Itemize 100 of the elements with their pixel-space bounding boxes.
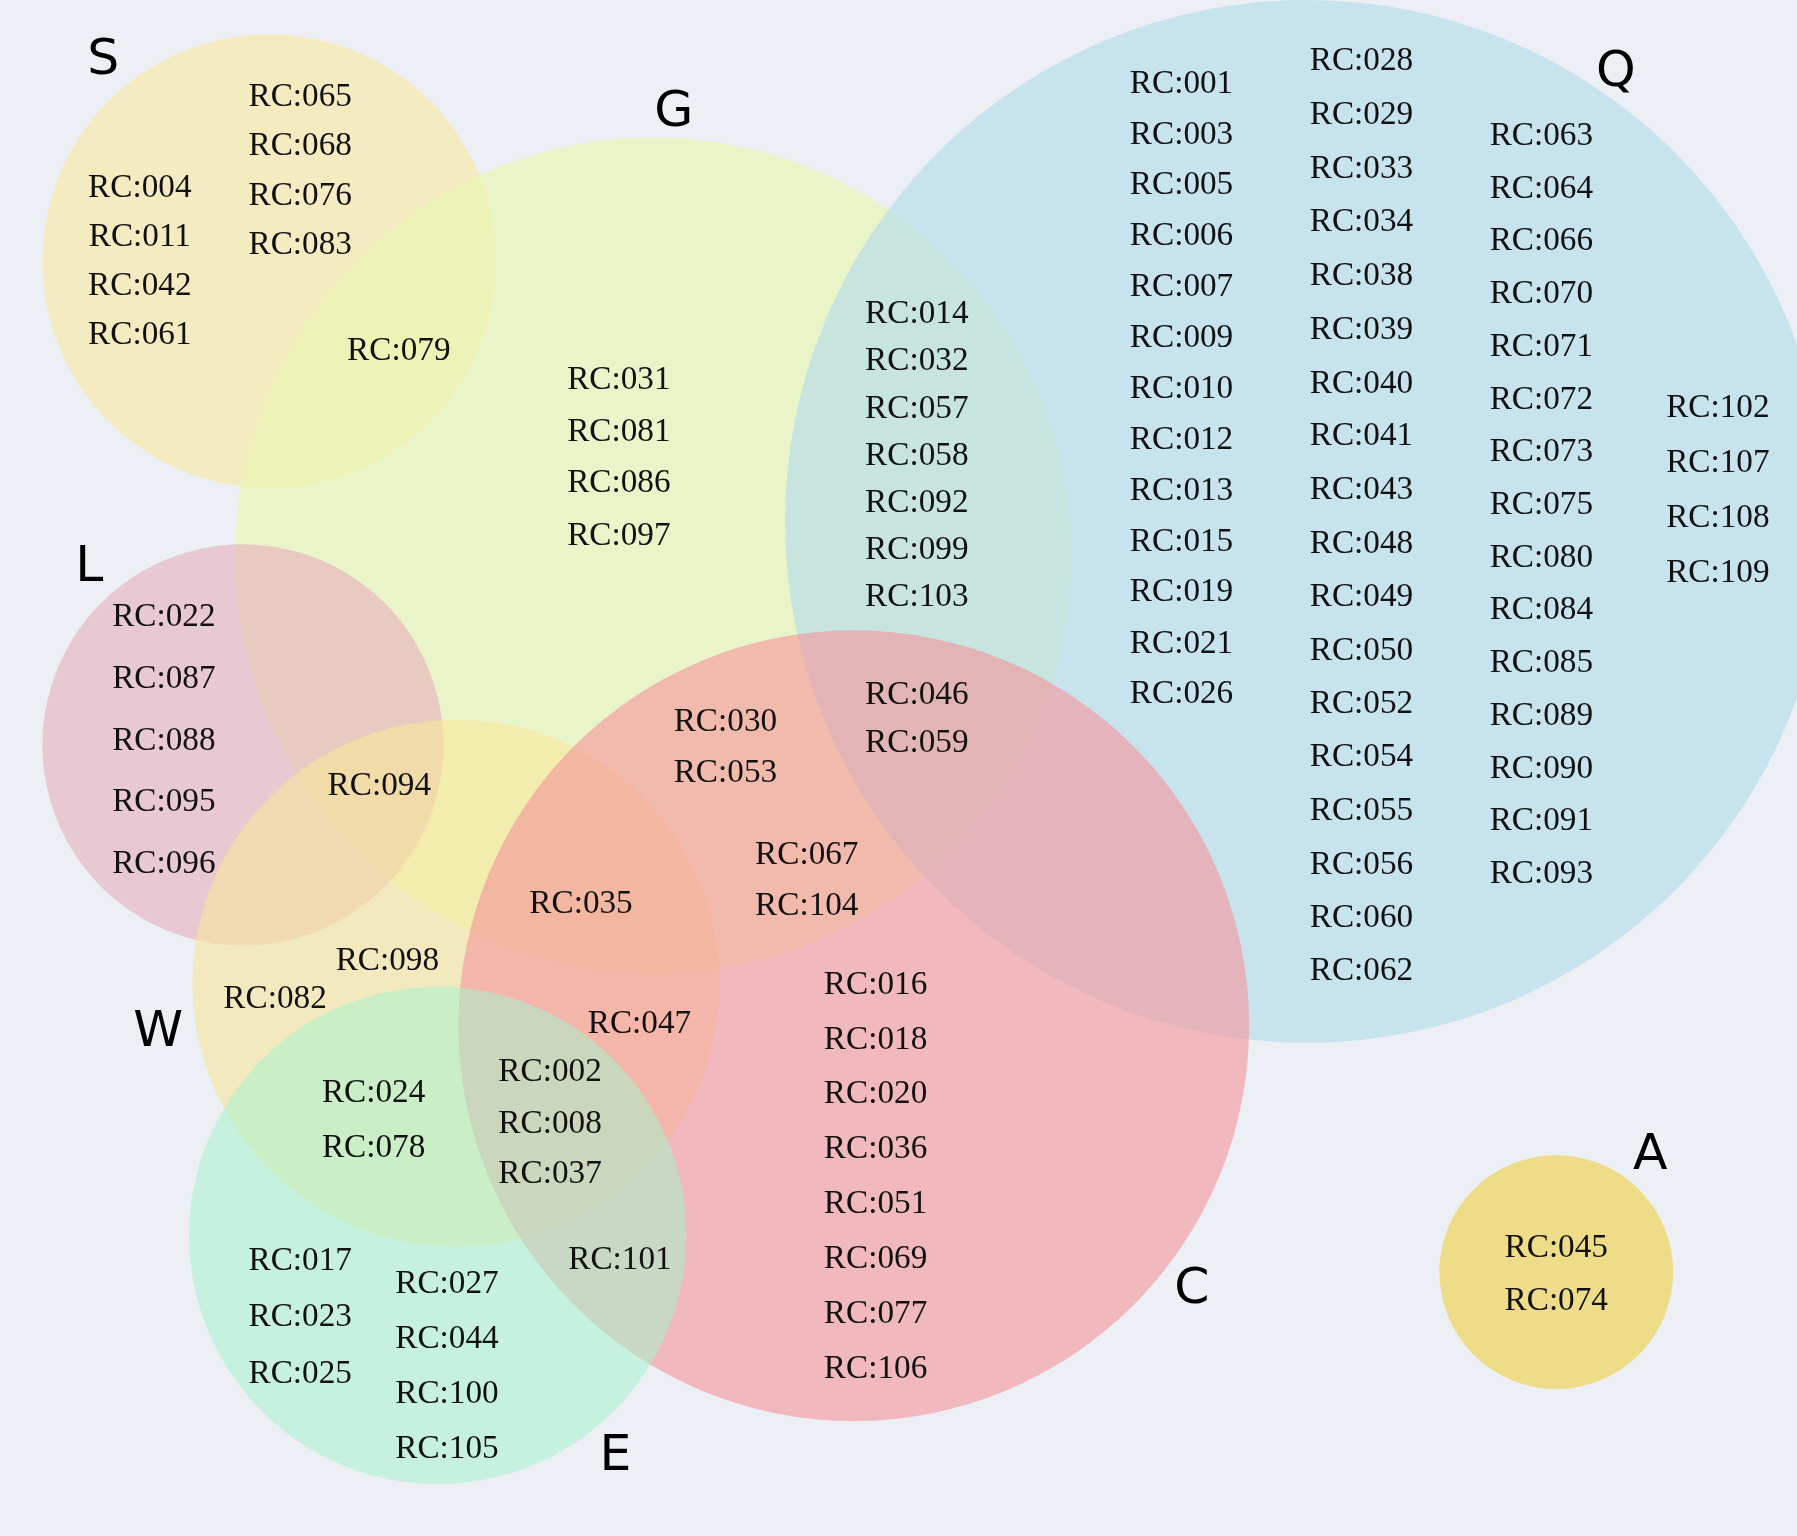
element-code: RC:018 [823, 1021, 928, 1055]
element-code: RC:071 [1489, 328, 1594, 362]
element-code: RC:096 [112, 845, 216, 879]
element-code: RC:034 [1309, 203, 1414, 237]
element-code: RC:080 [1489, 539, 1594, 573]
element-code: RC:048 [1309, 525, 1414, 559]
element-code: RC:036 [823, 1130, 928, 1164]
element-code: RC:009 [1129, 319, 1234, 353]
element-code: RC:095 [112, 783, 216, 817]
element-code: RC:001 [1129, 65, 1234, 100]
element-code: RC:107 [1666, 444, 1770, 478]
element-code: RC:067 [755, 836, 859, 870]
element-code: RC:106 [823, 1350, 928, 1384]
element-code: RC:081 [567, 413, 671, 447]
element-code: RC:073 [1489, 433, 1594, 467]
element-code: RC:102 [1666, 389, 1770, 423]
element-code: RC:004 [88, 169, 192, 203]
element-code: RC:016 [823, 966, 928, 1000]
element-code: RC:065 [248, 78, 352, 112]
element-code: RC:035 [529, 885, 633, 919]
element-code: RC:037 [498, 1155, 602, 1189]
element-code: RC:093 [1489, 855, 1594, 889]
element-code: RC:103 [865, 578, 969, 612]
element-code: RC:021 [1129, 625, 1234, 659]
element-code: RC:097 [567, 517, 671, 551]
element-code: RC:064 [1489, 170, 1594, 204]
element-code: RC:047 [587, 1005, 692, 1039]
element-code: RC:011 [88, 218, 191, 252]
element-code: RC:099 [865, 531, 969, 565]
element-code: RC:058 [865, 437, 969, 471]
element-code: RC:092 [865, 484, 969, 518]
element-code: RC:050 [1309, 632, 1414, 666]
element-code: RC:024 [321, 1074, 426, 1108]
element-code: RC:088 [112, 722, 216, 756]
set-label: E [599, 1427, 632, 1479]
element-code: RC:007 [1129, 268, 1234, 302]
element-code: RC:044 [395, 1320, 499, 1354]
element-code: RC:023 [248, 1299, 352, 1333]
element-code: RC:012 [1129, 421, 1234, 455]
set-label: Q [1596, 43, 1636, 94]
element-code: RC:066 [1489, 222, 1594, 257]
element-code: RC:090 [1489, 750, 1594, 784]
element-code: RC:079 [347, 332, 451, 367]
element-code: RC:055 [1309, 792, 1414, 826]
element-code: RC:005 [1129, 166, 1234, 200]
element-code: RC:032 [865, 342, 969, 376]
element-code: RC:052 [1309, 685, 1414, 720]
element-code: RC:062 [1309, 952, 1414, 987]
element-code: RC:013 [1129, 472, 1234, 506]
element-code: RC:098 [335, 942, 440, 976]
element-code: RC:043 [1309, 471, 1414, 505]
element-code: RC:087 [112, 660, 216, 694]
element-code: RC:003 [1129, 116, 1234, 150]
element-code: RC:060 [1309, 899, 1414, 933]
element-code: RC:045 [1504, 1229, 1608, 1263]
element-code: RC:077 [823, 1295, 928, 1329]
element-code: RC:015 [1129, 523, 1234, 557]
element-code: RC:054 [1309, 738, 1414, 772]
element-code: RC:070 [1489, 275, 1594, 309]
set-label: C [1174, 1260, 1210, 1311]
element-code: RC:100 [395, 1375, 499, 1409]
element-code: RC:063 [1489, 117, 1594, 151]
element-code: RC:038 [1309, 257, 1414, 291]
element-code: RC:068 [248, 127, 352, 161]
element-code: RC:031 [567, 361, 671, 395]
element-code: RC:085 [1489, 644, 1594, 678]
element-code: RC:101 [568, 1241, 672, 1275]
element-code: RC:039 [1309, 311, 1414, 345]
element-code: RC:084 [1489, 591, 1594, 626]
element-code: RC:025 [248, 1355, 352, 1389]
element-code: RC:108 [1666, 499, 1770, 533]
element-code: RC:020 [823, 1075, 928, 1109]
element-code: RC:027 [395, 1265, 499, 1299]
element-code: RC:053 [673, 754, 778, 788]
element-code: RC:049 [1309, 578, 1414, 612]
element-code: RC:017 [248, 1242, 352, 1277]
set-label: L [75, 538, 104, 590]
element-code: RC:019 [1129, 573, 1234, 607]
element-code: RC:028 [1309, 43, 1414, 77]
set-label: S [87, 32, 120, 83]
element-code: RC:051 [823, 1185, 928, 1219]
element-code: RC:091 [1489, 802, 1594, 836]
element-code: RC:057 [865, 390, 969, 424]
element-code: RC:072 [1489, 381, 1594, 415]
element-code: RC:022 [112, 598, 216, 632]
element-code: RC:083 [248, 226, 352, 260]
element-code: RC:002 [498, 1053, 602, 1087]
element-code: RC:109 [1666, 554, 1770, 588]
element-code: RC:076 [248, 177, 352, 211]
element-code: RC:075 [1489, 486, 1594, 520]
element-code: RC:061 [88, 316, 192, 351]
set-label: A [1633, 1126, 1668, 1177]
element-code: RC:041 [1309, 417, 1414, 451]
element-code: RC:033 [1309, 150, 1414, 184]
element-code: RC:104 [755, 887, 859, 921]
element-code: RC:008 [498, 1105, 602, 1139]
element-code: RC:082 [223, 980, 327, 1014]
element-code: RC:029 [1309, 96, 1414, 131]
element-code: RC:089 [1489, 697, 1594, 731]
element-code: RC:026 [1129, 675, 1234, 709]
